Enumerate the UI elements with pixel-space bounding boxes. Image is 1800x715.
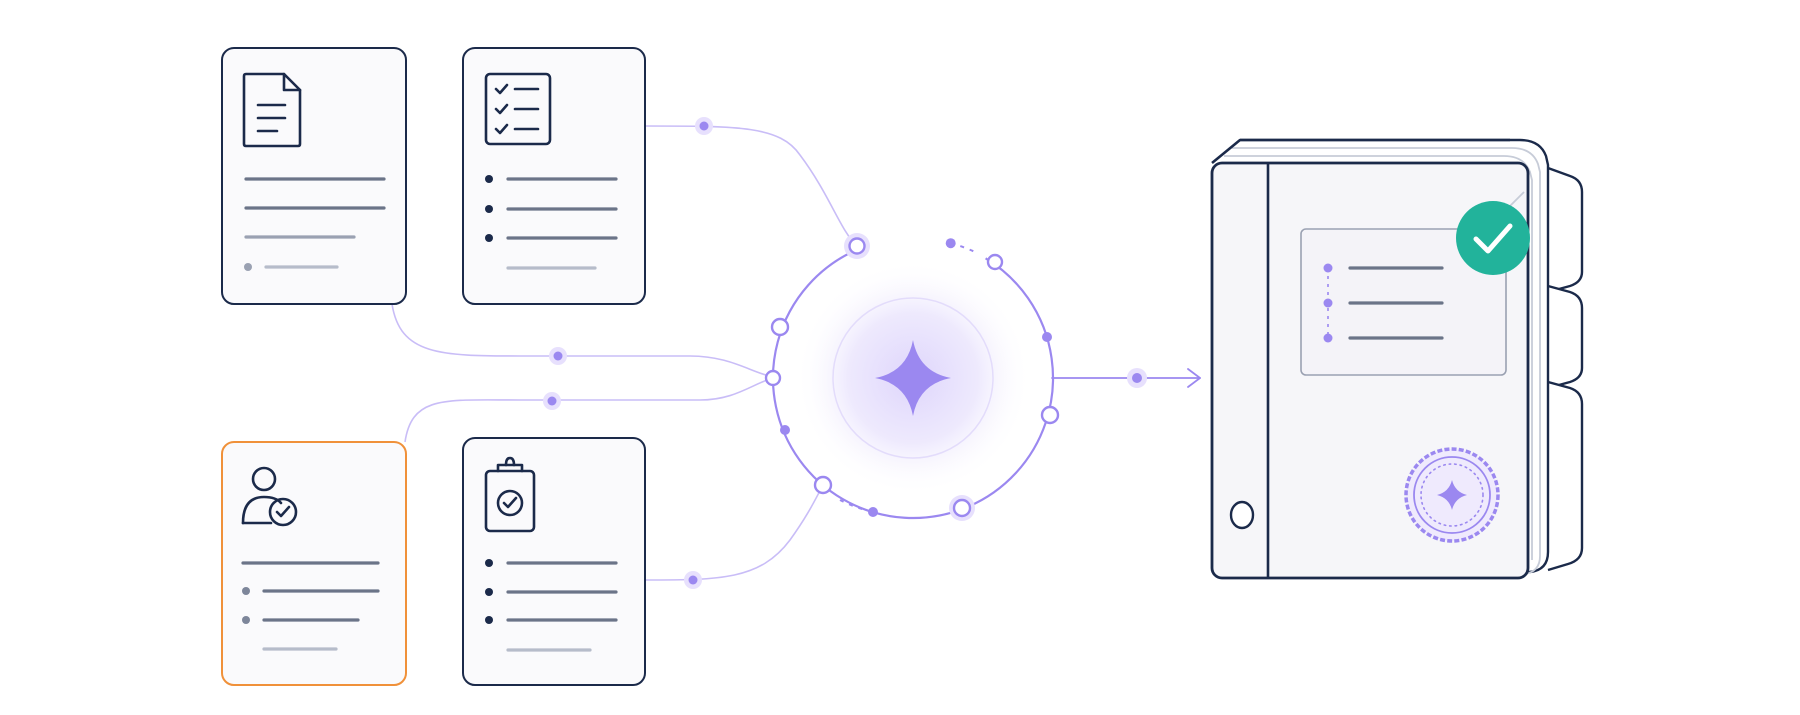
bullet [1323, 298, 1333, 308]
binder-top [1211, 138, 1510, 165]
binder-ring-hole [1229, 500, 1255, 530]
user-check-icon [241, 466, 298, 527]
binder-pages [1224, 155, 1533, 560]
bullet [485, 234, 493, 242]
bullet [244, 263, 252, 271]
checkmark-icon [1473, 223, 1513, 254]
card-document [221, 47, 407, 305]
hub-node [770, 317, 790, 337]
hub-node [1040, 405, 1060, 425]
hub-node [986, 253, 1004, 271]
connector-dot [688, 575, 698, 585]
bullet [242, 616, 250, 624]
hub-node [848, 237, 866, 255]
binder-pages [1232, 147, 1541, 575]
bullet [485, 588, 493, 596]
bullet [485, 559, 493, 567]
binder-tabs [1547, 166, 1584, 572]
connector-dot [699, 121, 709, 131]
bullet [242, 587, 250, 595]
binder-icon [1210, 138, 1584, 580]
hub-node [952, 498, 972, 518]
status-badge [1456, 201, 1530, 275]
arrow-head-icon [1187, 368, 1201, 388]
card-checklist [462, 47, 646, 305]
hub-node [945, 238, 956, 249]
processing-hub [764, 233, 1060, 521]
connector-checklist-to-hub [644, 125, 858, 247]
connector-clipboard-to-hub [644, 484, 824, 581]
bullet [485, 175, 493, 183]
hub-node [813, 475, 833, 495]
connector-dot [547, 396, 557, 406]
checklist-icon [484, 72, 552, 146]
bullet [1323, 333, 1333, 343]
document-icon [242, 72, 302, 148]
connector-document-to-hub [391, 303, 774, 378]
bullet [1323, 263, 1333, 273]
seal-icon [1404, 447, 1500, 543]
hub-inner-ring [832, 297, 994, 459]
card-clipboard [462, 437, 646, 686]
hub-node [764, 369, 782, 387]
hub-node [1042, 332, 1052, 342]
connector-user-to-hub [404, 377, 774, 443]
hub-node [868, 507, 878, 517]
connector-dots [543, 117, 1147, 589]
connector-dot [553, 351, 563, 361]
hub-ring-dashed [839, 499, 874, 513]
clipboard-check-icon [484, 456, 536, 533]
bullet [485, 205, 493, 213]
sparkle-icon [875, 340, 951, 416]
bullet [485, 616, 493, 624]
hub-node [780, 425, 790, 435]
connector-dot [1132, 373, 1142, 383]
card-verified-user [221, 441, 407, 686]
